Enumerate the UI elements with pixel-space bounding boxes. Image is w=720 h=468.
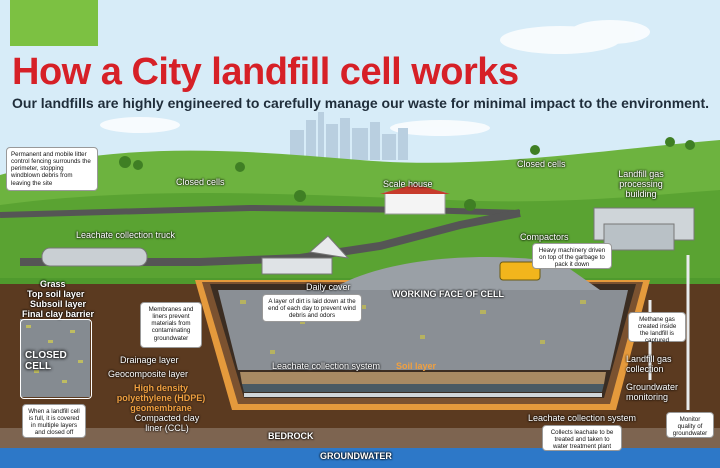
label-working-face: WORKING FACE OF CELL: [392, 289, 504, 299]
label-subsoil: Subsoil layer: [30, 299, 87, 309]
groundwater-layer: [0, 448, 720, 468]
page-subtitle: Our landfills are highly engineered to c…: [12, 95, 710, 111]
label-closed-cells-left: Closed cells: [176, 177, 225, 187]
trees: [119, 137, 695, 211]
membranes-note: Membranes and liners prevent materials f…: [140, 302, 202, 348]
scale-house-roof: [380, 184, 450, 194]
closed-cell-fill: [20, 319, 90, 397]
label-scale-house: Scale house: [383, 179, 433, 189]
geocomposite-layer: [242, 384, 604, 392]
daily-cover-note: A layer of dirt is laid down at the end …: [262, 294, 362, 322]
drainage-layer: [240, 372, 606, 384]
label-closed-cell: CLOSED CELL: [25, 350, 67, 372]
compactors-note: Heavy machinery driven on top of the gar…: [532, 243, 612, 269]
label-daily-cover: Daily cover: [306, 282, 351, 292]
label-soil-layer: Soil layer: [396, 361, 437, 371]
label-compactors: Compactors: [520, 232, 569, 242]
green-corner-tab: [10, 0, 98, 46]
dump-truck-bed: [308, 235, 350, 259]
label-gas-collection: Landfill gas collection: [626, 354, 672, 374]
top-road: [0, 204, 521, 218]
label-closed-cells-right: Closed cells: [517, 159, 566, 169]
leachate-tank: [41, 247, 148, 267]
label-leachate-system-upper: Leachate collection system: [272, 361, 381, 371]
label-groundwater-monitoring: Groundwater monitoring: [626, 382, 679, 402]
label-geocomposite: Geocomposite layer: [108, 369, 189, 379]
label-final-clay: Final clay barrier: [22, 309, 95, 319]
label-groundwater: GROUNDWATER: [320, 451, 392, 461]
closed-cell-panel: CLOSED CELL: [20, 319, 92, 399]
leachate-note: Collects leachate to be treated and take…: [542, 425, 622, 451]
garbage-speckle: [240, 300, 586, 354]
label-leachate-system-lower: Leachate collection system: [528, 413, 637, 423]
label-drainage-layer: Drainage layer: [120, 355, 179, 365]
city-skyline: [290, 112, 408, 160]
compactor: [499, 261, 541, 281]
gas-processing-annex: [603, 223, 675, 251]
label-grass: Grass: [40, 279, 66, 289]
label-hdpe: High density polyethylene (HDPE) geomemb…: [116, 383, 206, 413]
scale-house-building: [384, 191, 446, 215]
label-gas-building: Landfill gas processing building: [618, 169, 664, 199]
methane-note: Methane gas created inside the landfill …: [628, 312, 686, 344]
label-ccl: Compacted clay liner (CCL): [134, 413, 200, 433]
closed-cell-speckle: [26, 325, 83, 383]
leachate-pipe: [244, 393, 602, 397]
label-leachate-truck: Leachate collection truck: [76, 230, 176, 240]
bedrock-layer: [0, 428, 720, 448]
page-title: How a City landfill cell works: [12, 51, 519, 93]
dump-truck: [261, 257, 333, 275]
clouds: [100, 20, 650, 136]
label-bedrock: BEDROCK: [268, 431, 314, 441]
fencing-note: Permanent and mobile litter control fenc…: [6, 147, 98, 191]
label-top-soil: Top soil layer: [27, 289, 85, 299]
monitor-note: Monitor quality of groundwater: [666, 412, 714, 438]
closed-cell-note: When a landfill cell is full, it is cove…: [22, 404, 86, 438]
